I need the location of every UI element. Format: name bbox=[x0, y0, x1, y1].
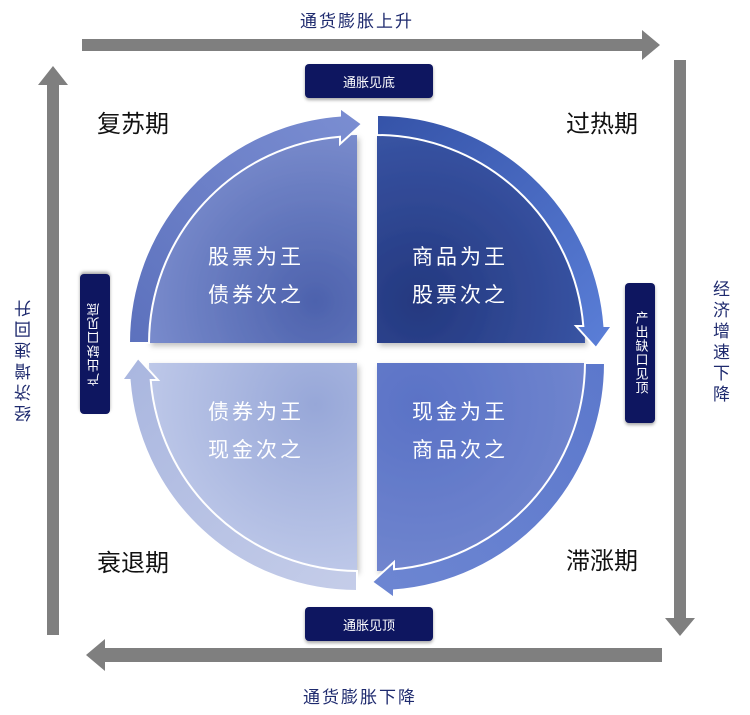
stagflation-quadrant bbox=[377, 363, 585, 571]
recovery-primary-asset: 股票为王 bbox=[208, 245, 304, 269]
inflation-peak-badge: 通胀见顶 bbox=[305, 607, 433, 641]
recession-phase-label: 衰退期 bbox=[97, 549, 169, 577]
overheat-quadrant-text: 商品为王 股票次之 bbox=[412, 238, 508, 314]
recovery-quadrant bbox=[149, 135, 357, 343]
recovery-quadrant-text: 股票为王 债券次之 bbox=[208, 238, 304, 314]
inflation-rising-label: 通货膨胀上升 bbox=[300, 12, 414, 32]
inflation-bottom-badge: 通胀见底 bbox=[305, 64, 433, 98]
inflation-falling-label: 通货膨胀下降 bbox=[303, 688, 417, 708]
growth-rising-label: 经济增速回升 bbox=[15, 296, 35, 422]
growth-falling-label: 经济增速下降 bbox=[709, 280, 729, 406]
recovery-phase-label: 复苏期 bbox=[97, 110, 169, 138]
overheat-primary-asset: 商品为王 bbox=[412, 245, 508, 269]
recession-ring-arrow bbox=[120, 356, 358, 593]
recession-quadrant-text: 债券为王 现金次之 bbox=[208, 393, 304, 469]
top-frame-arrow bbox=[82, 30, 660, 60]
stagflation-ring-arrow bbox=[370, 362, 607, 600]
recession-primary-asset: 债券为王 bbox=[208, 400, 304, 424]
output-gap-peak-badge: 产出缺口见顶 bbox=[625, 283, 655, 423]
stagflation-secondary-asset: 商品次之 bbox=[412, 438, 508, 462]
left-frame-arrow bbox=[38, 66, 68, 635]
recession-secondary-asset: 现金次之 bbox=[208, 438, 304, 462]
stagflation-primary-asset: 现金为王 bbox=[412, 400, 508, 424]
overheat-quadrant bbox=[377, 135, 585, 343]
bottom-frame-arrow bbox=[86, 639, 662, 671]
recession-quadrant bbox=[149, 363, 357, 571]
right-frame-arrow bbox=[665, 60, 695, 636]
recovery-ring-arrow bbox=[127, 106, 364, 344]
overheat-ring-arrow bbox=[376, 113, 614, 350]
stagflation-phase-label: 滞涨期 bbox=[566, 547, 638, 575]
overheat-phase-label: 过热期 bbox=[566, 110, 638, 138]
overheat-secondary-asset: 股票次之 bbox=[412, 283, 508, 307]
output-gap-bottom-badge: 产出缺口见底 bbox=[80, 274, 110, 414]
recovery-secondary-asset: 债券次之 bbox=[208, 283, 304, 307]
stagflation-quadrant-text: 现金为王 商品次之 bbox=[412, 393, 508, 469]
